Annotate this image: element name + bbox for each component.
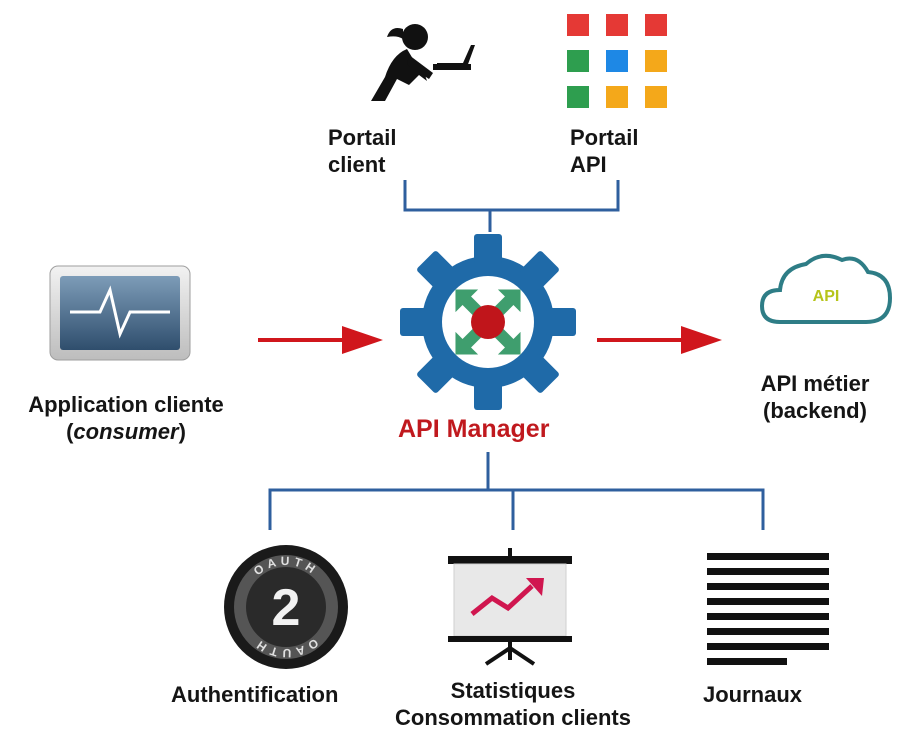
- cloud-icon: API: [759, 253, 893, 324]
- right-arrow: [597, 326, 722, 354]
- cloud-api-text: API: [813, 288, 840, 305]
- portail-client-label: Portail client: [328, 125, 397, 177]
- top-connector: [403, 180, 620, 232]
- left-arrow: [258, 326, 383, 354]
- presentation-chart-icon: [448, 548, 572, 666]
- api-manager-label: API Manager: [398, 415, 550, 443]
- monitor-icon: [49, 265, 191, 361]
- person-laptop-icon: [371, 24, 475, 101]
- gear-icon: [400, 234, 576, 410]
- oauth2-icon: OAUTH OAUTH 2: [224, 545, 348, 669]
- journaux-label: Journaux: [703, 682, 803, 707]
- portail-api-label: Portail API: [570, 125, 639, 177]
- statistiques-label: Statistiques Consommation clients: [395, 678, 631, 730]
- bottom-connector: [268, 452, 765, 530]
- svg-text:2: 2: [272, 579, 301, 637]
- authentification-label: Authentification: [171, 682, 339, 707]
- document-lines-icon: [707, 553, 829, 665]
- app-grid-icon: [567, 14, 667, 108]
- api-metier-label: API métier (backend): [760, 371, 870, 423]
- application-cliente-label: Application cliente (consumer): [28, 392, 224, 444]
